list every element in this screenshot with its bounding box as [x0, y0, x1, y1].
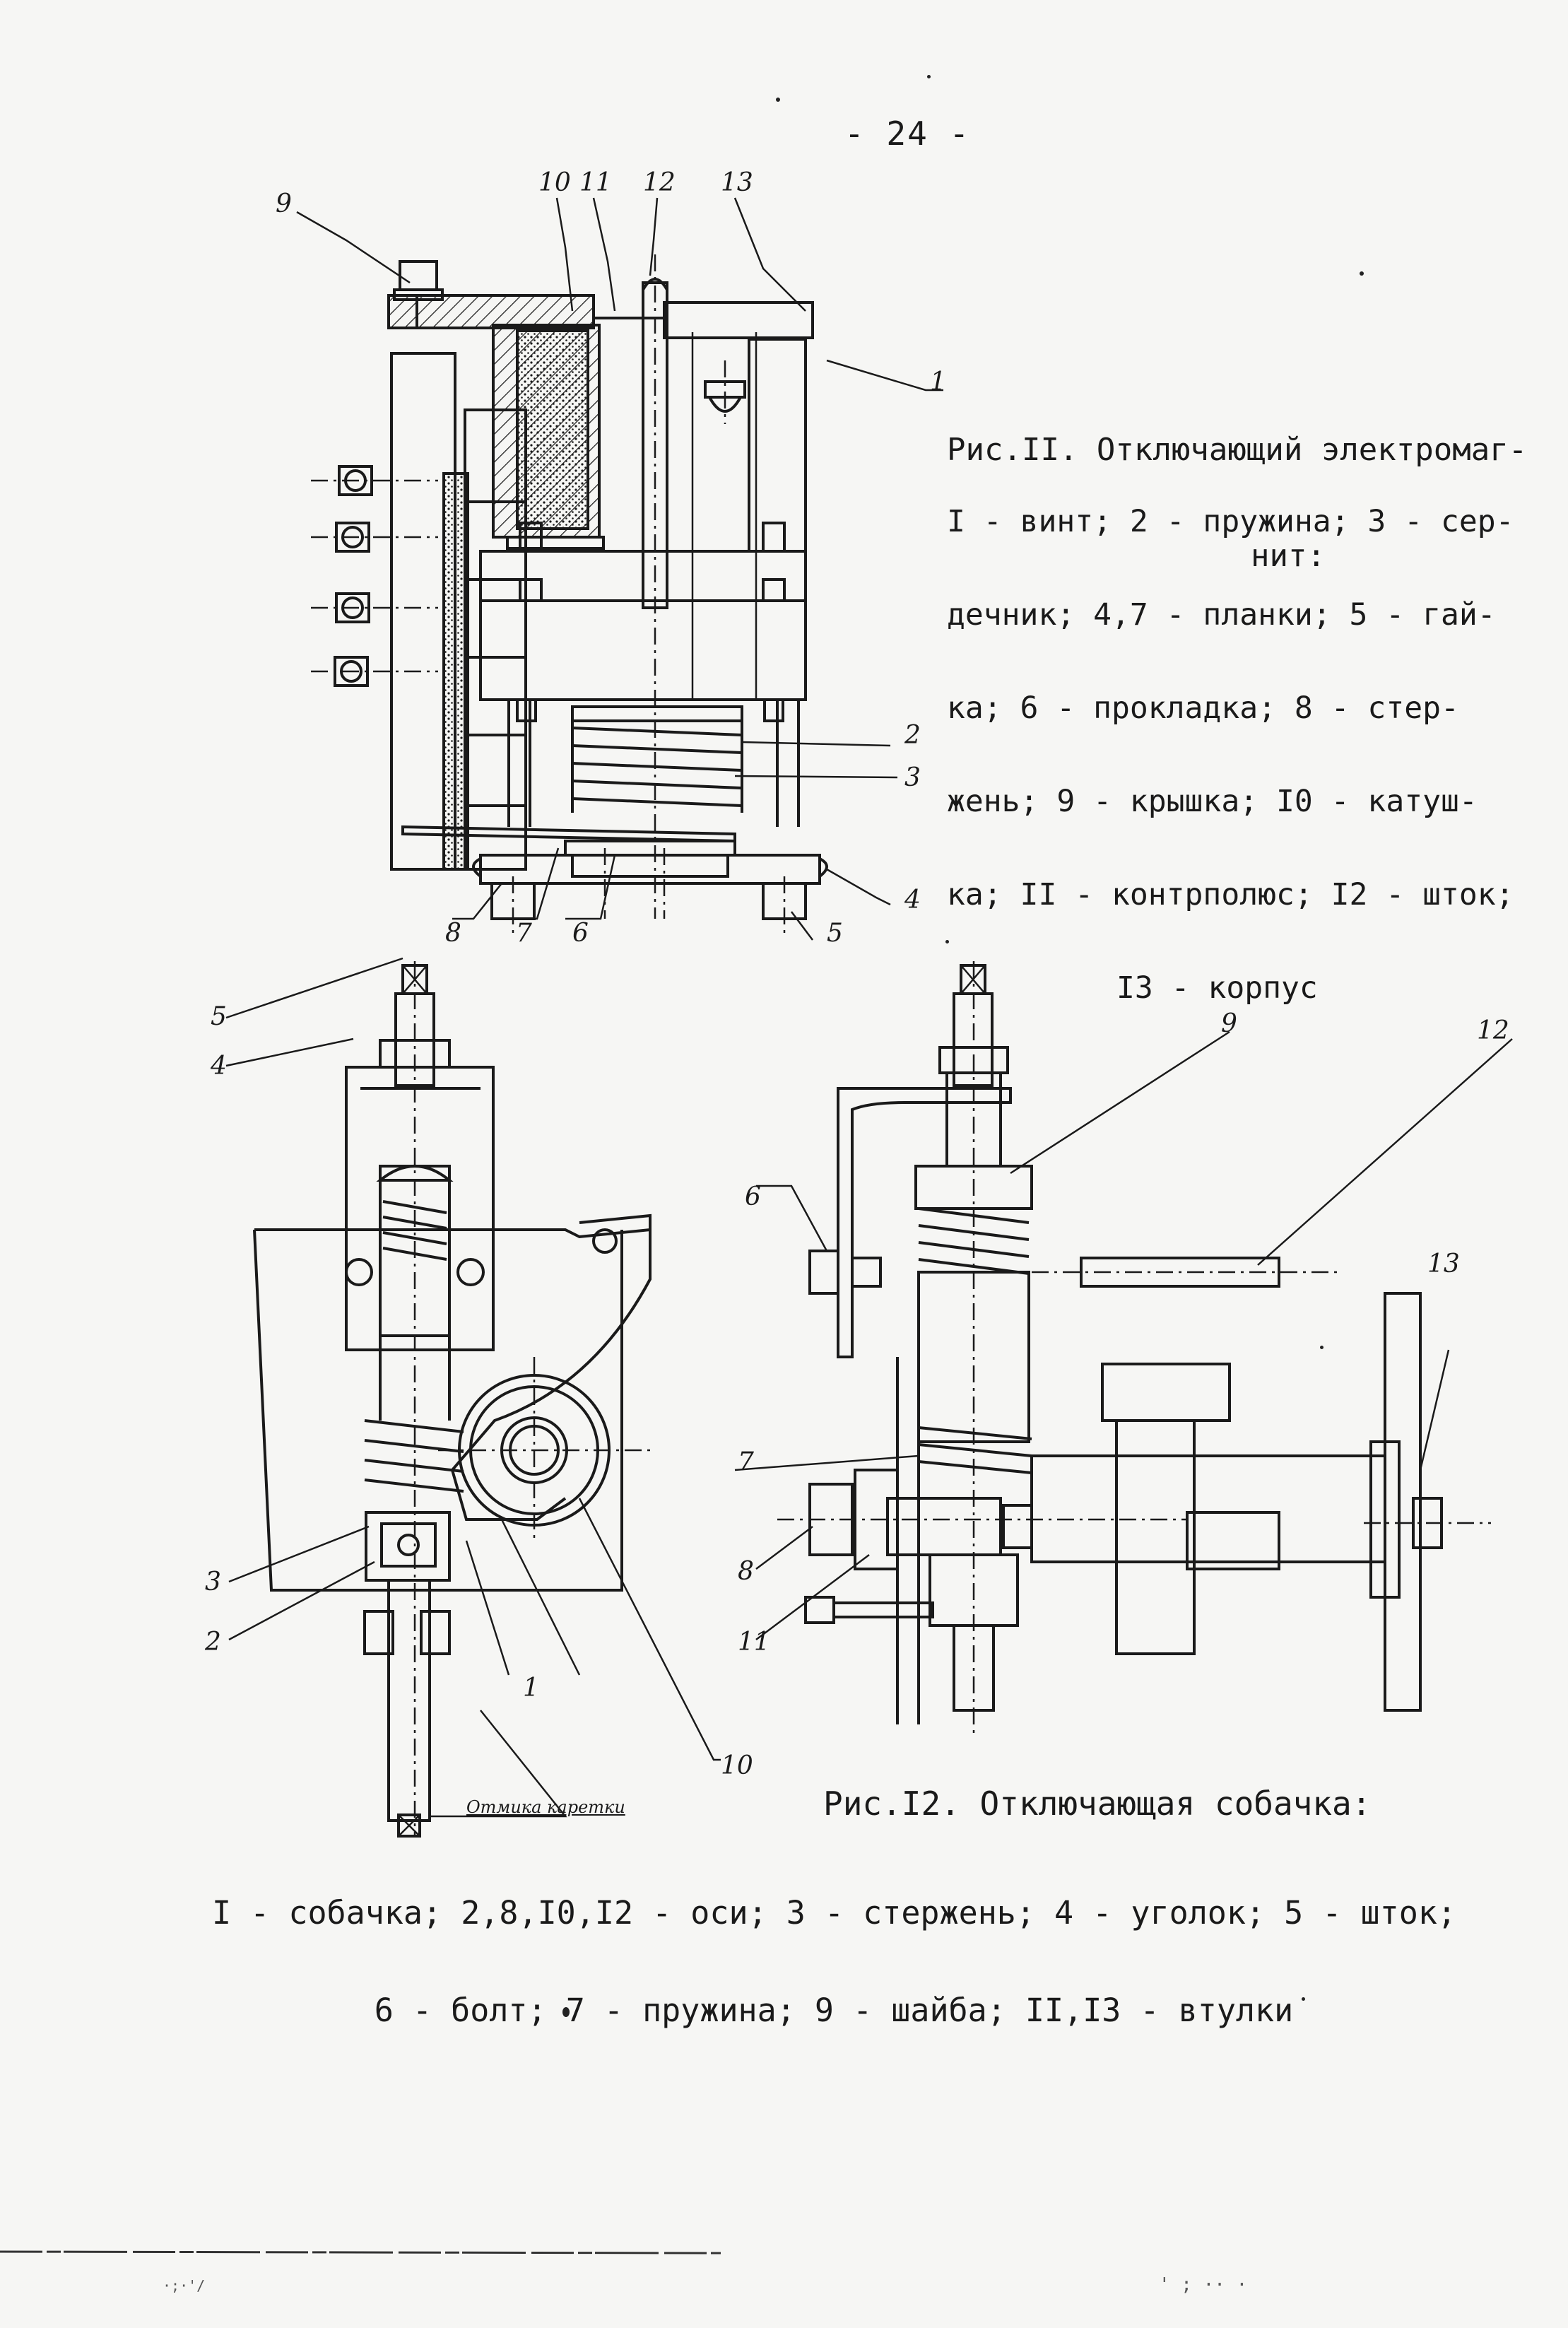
- callout-6: 6: [745, 1182, 761, 1211]
- callout-8: 8: [738, 1557, 754, 1586]
- scan-speck: [927, 75, 931, 78]
- callout-7: 7: [738, 1447, 754, 1476]
- scan-noise-left: ·;·'/: [163, 2277, 206, 2294]
- callout-3: 3: [904, 763, 921, 792]
- scan-speck: [1360, 271, 1364, 276]
- callout-2: 2: [204, 1628, 221, 1657]
- figure-11-legend-line: ка; II - контрполюс; I2 - шток;: [947, 877, 1514, 912]
- scan-speck: [1320, 1346, 1324, 1349]
- handwritten-note: Отмика каретки: [466, 1797, 625, 1817]
- scan-speck: [562, 2007, 570, 2017]
- figure-12-legend-line: I - собачка; 2,8,I0,I2 - оси; 3 - стерже…: [212, 1894, 1456, 1932]
- figure-12-legend-line: 6 - болт; 7 - пружина; 9 - шайба; II,I3 …: [374, 1992, 1294, 2029]
- callout-13: 13: [1427, 1250, 1460, 1278]
- figure-11-drawing: 9 10 11 12 13 1 2 3 4 5 6 7 8: [276, 168, 946, 948]
- figure-11-legend-line: ка; 6 - прокладка; 8 - стер-: [947, 690, 1459, 726]
- callout-1: 1: [930, 368, 946, 396]
- callout-10: 10: [538, 168, 571, 197]
- callout-4: 4: [904, 886, 921, 915]
- figure-12-legend: I - собачка; 2,8,I0,I2 - оси; 3 - стерже…: [212, 1832, 1456, 2092]
- figure-11-legend: I - винт; 2 - пружина; 3 - сер- дечник; …: [947, 444, 1514, 1066]
- callout-7: 7: [516, 919, 532, 948]
- callout-13: 13: [721, 168, 753, 197]
- callout-12: 12: [1477, 1016, 1509, 1045]
- scan-speck: [776, 98, 780, 102]
- figure-11-legend-line: I - винт; 2 - пружина; 3 - сер-: [947, 504, 1514, 539]
- callout-6: 6: [572, 919, 589, 948]
- callout-2: 2: [904, 721, 921, 750]
- terminal-group: [311, 465, 438, 687]
- figure-12-title: Рис.I2. Отключающая собачка:: [823, 1785, 1372, 1823]
- callout-9: 11: [738, 1628, 770, 1657]
- figure-11-legend-line: дечник; 4,7 - планки; 5 - гай-: [947, 597, 1496, 633]
- callout-8: 8: [445, 919, 461, 948]
- figure-11-legend-line: жень; 9 - крышка; I0 - катуш-: [947, 784, 1478, 819]
- figure-12-right-drawing: 9 12 13 6 7 8 11: [734, 961, 1513, 1739]
- scan-speck: [1302, 1997, 1305, 2001]
- callout-11: 11: [579, 168, 612, 197]
- page-number: - 24 -: [844, 114, 971, 153]
- callout-5: 5: [827, 919, 843, 948]
- scan-border-bottom: [0, 2250, 721, 2254]
- figure-11-legend-line: I3 - корпус: [1116, 970, 1318, 1006]
- figure-12-left-drawing: 5 4 3 2 1 10: [204, 957, 753, 1838]
- callout-5: 5: [211, 1002, 227, 1031]
- callout-9: 9: [276, 189, 292, 218]
- scan-noise-right: ' ; ·· ·: [1159, 2274, 1248, 2295]
- figure-11-title-line-1: Рис.II. Отключающий электромаг-: [947, 432, 1528, 468]
- figure-11-title-line-2: нит:: [1251, 538, 1326, 574]
- figure-11-title: Рис.II. Отключающий электромаг- нит:: [947, 362, 1527, 645]
- callout-10: 10: [721, 1751, 753, 1780]
- callout-12: 12: [643, 168, 676, 197]
- callout-1: 1: [523, 1674, 539, 1703]
- callout-4: 4: [210, 1052, 227, 1081]
- scan-speck: [945, 940, 949, 943]
- callout-3: 3: [205, 1568, 221, 1597]
- callout-11: 9: [1221, 1009, 1237, 1038]
